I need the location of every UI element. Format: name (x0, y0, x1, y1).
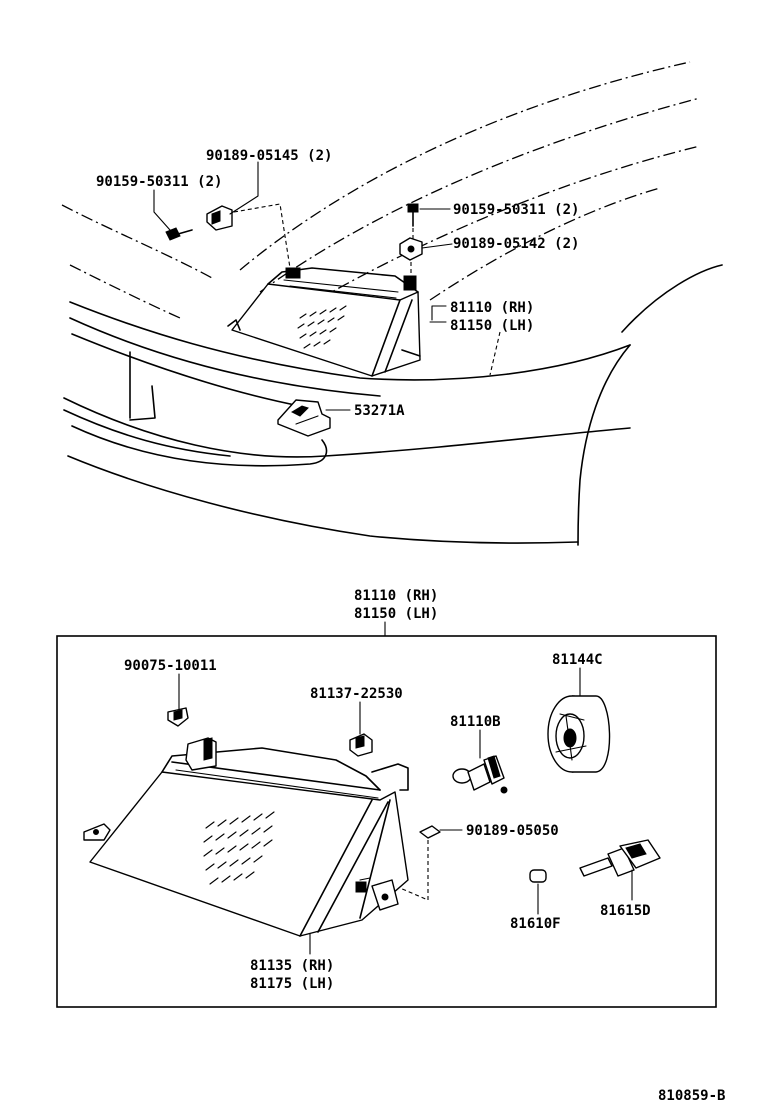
leader-lines-upper (153, 161, 453, 411)
cover-icon (547, 695, 611, 773)
label-screw-left: 90159-50311 (2) (96, 174, 222, 190)
assembly-title-lh: 81150 (LH) (354, 606, 438, 622)
label-socket: 81615D (600, 903, 651, 919)
clip-icon (349, 733, 373, 757)
vehicle-body-outline (61, 61, 723, 546)
screw-icon (407, 203, 419, 227)
label-bulb-main: 81110B (450, 714, 501, 730)
clip-icon (206, 205, 233, 231)
leader-lines-lower (178, 667, 633, 955)
label-clip-right: 90189-05142 (2) (453, 236, 579, 252)
screw-icon (165, 227, 193, 241)
assembly-title-rh: 81110 (RH) (354, 588, 438, 604)
label-small-bulb: 81610F (510, 916, 561, 932)
label-clip-mid: 81137-22530 (310, 686, 403, 702)
label-headlamp-lh: 81150 (LH) (450, 318, 534, 334)
small-bulb-icon (529, 869, 547, 883)
label-clip-left: 90189-05145 (2) (206, 148, 332, 164)
bulb-icon (452, 755, 508, 794)
clip-icon (419, 825, 441, 839)
label-screw-top: 90075-10011 (124, 658, 217, 674)
screw-icon (167, 707, 189, 727)
headlamp-lens-icon (83, 737, 409, 937)
diagram-id: 810859-B (658, 1088, 725, 1104)
label-screw-right: 90159-50311 (2) (453, 202, 579, 218)
label-clip-small: 90189-05050 (466, 823, 559, 839)
headlamp-upper-icon (227, 267, 421, 377)
clip-icon (399, 237, 423, 261)
label-cover: 81144C (552, 652, 603, 668)
label-bracket: 53271A (354, 403, 405, 419)
label-headlamp-rh: 81110 (RH) (450, 300, 534, 316)
assembly-frame (56, 635, 717, 1008)
label-lens-rh: 81135 (RH) (250, 958, 334, 974)
socket-icon (579, 839, 661, 877)
bracket-icon (277, 399, 331, 437)
label-lens-lh: 81175 (LH) (250, 976, 334, 992)
